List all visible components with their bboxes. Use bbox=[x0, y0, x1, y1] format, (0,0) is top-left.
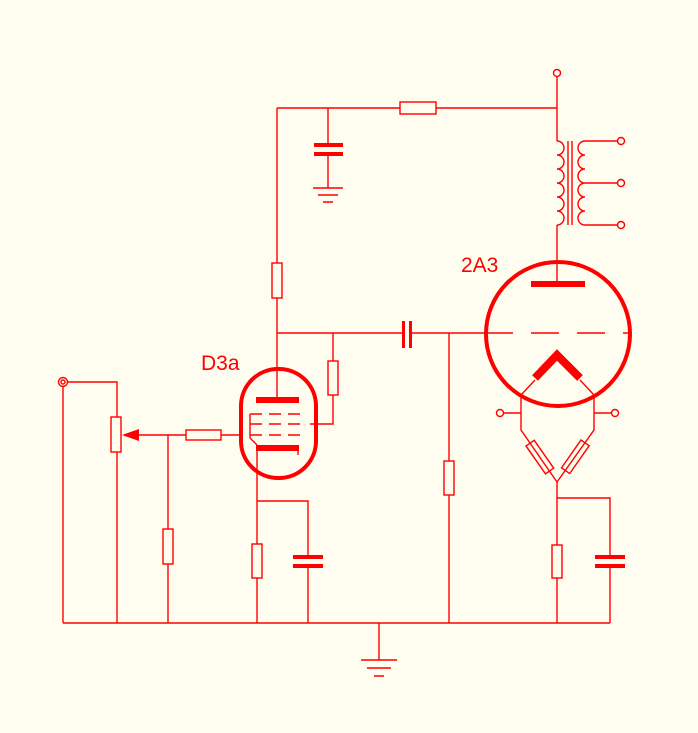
output-grid-resistor bbox=[443, 333, 455, 623]
output-transformer bbox=[556, 136, 626, 230]
input-jack bbox=[57, 376, 69, 388]
grid-leak bbox=[162, 528, 174, 565]
hum-pot-right bbox=[560, 439, 591, 475]
decoupling-resistor bbox=[399, 101, 437, 115]
ground bbox=[63, 622, 610, 677]
input-section bbox=[57, 376, 242, 623]
output-cathode-resistor bbox=[551, 544, 563, 579]
b-plus-terminal bbox=[552, 68, 562, 78]
decoupling-cap bbox=[313, 108, 343, 203]
wiper-arrow bbox=[122, 429, 139, 441]
d3a-label: D3a bbox=[201, 352, 240, 375]
d3a-pentode bbox=[239, 367, 323, 623]
2a3-triode bbox=[484, 225, 632, 623]
coupling-cap bbox=[402, 321, 412, 348]
cathode-resistor bbox=[251, 543, 263, 579]
grid-stopper bbox=[185, 429, 222, 441]
hum-pot-left bbox=[525, 439, 555, 475]
output-bypass-cap bbox=[595, 555, 625, 559]
plate-load-resistor bbox=[271, 108, 283, 399]
b-plus-rail bbox=[277, 68, 562, 141]
volume-pot bbox=[110, 416, 122, 453]
2a3-label: 2A3 bbox=[461, 254, 499, 277]
cathode-bypass-cap bbox=[293, 555, 323, 559]
